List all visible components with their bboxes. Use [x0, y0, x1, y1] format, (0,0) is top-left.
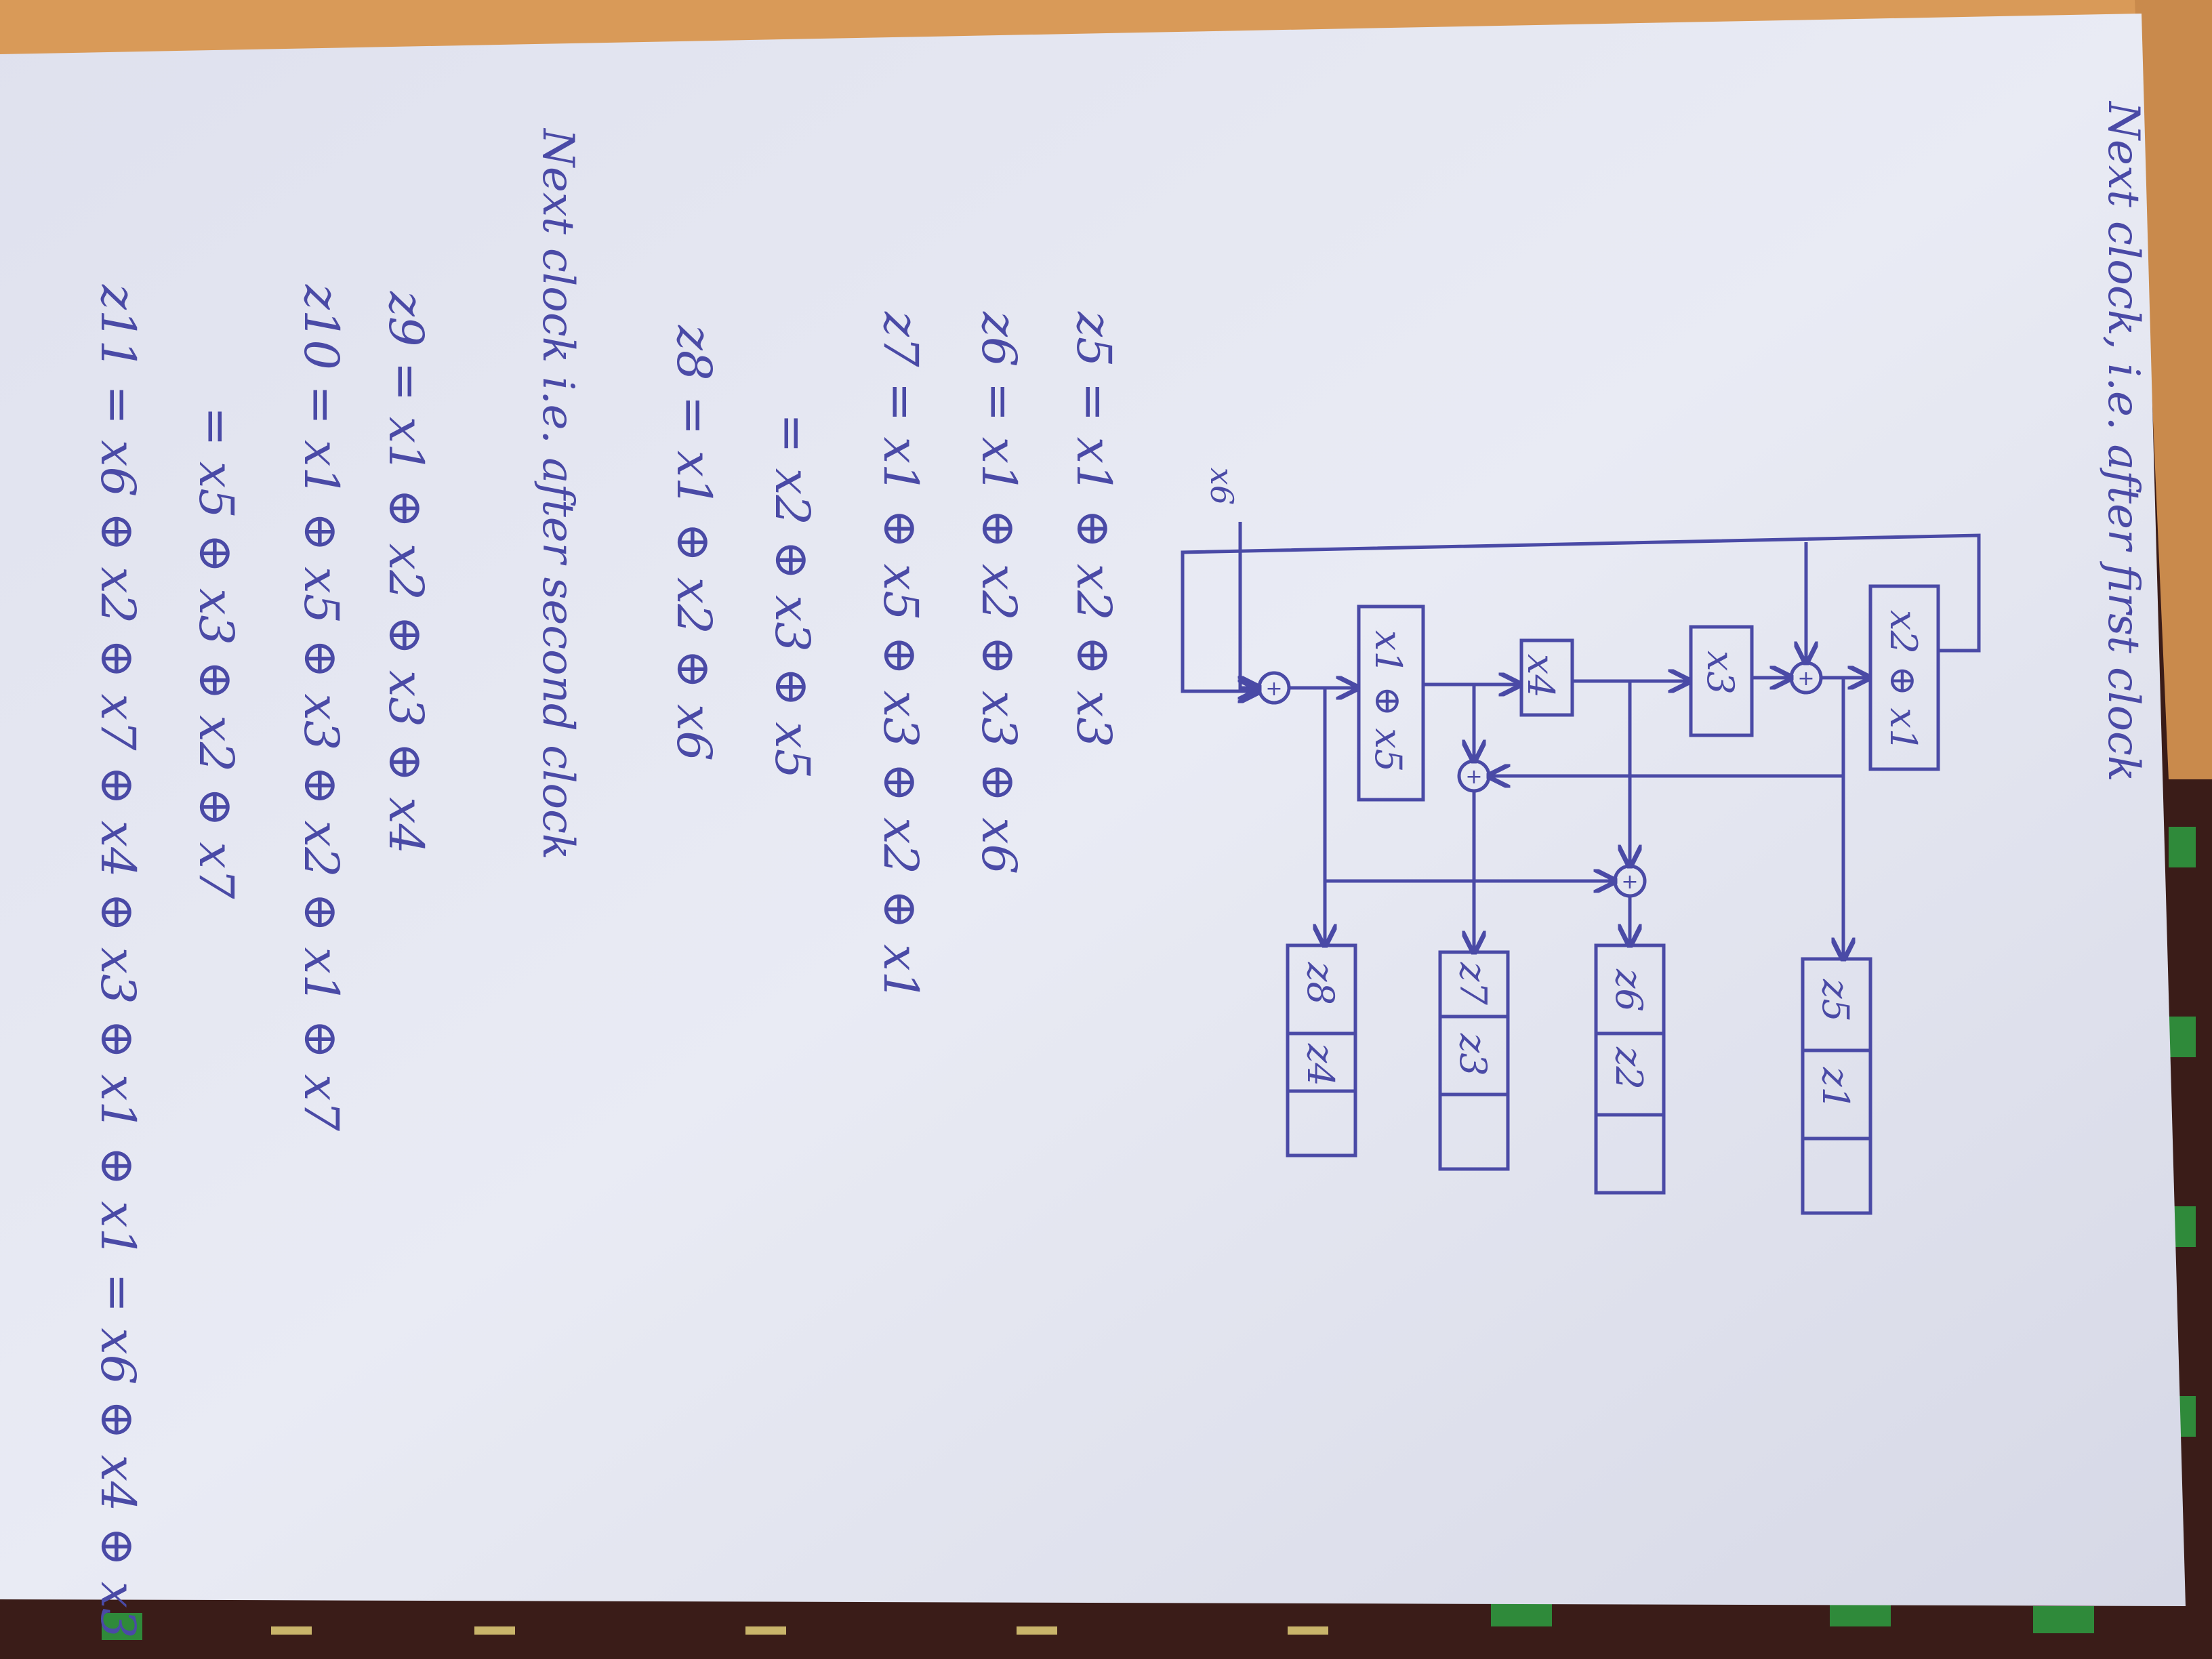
heading-second-clock: Next clock i.e. after second clock: [533, 129, 583, 860]
paper-sheet: [0, 14, 2186, 1606]
xor-symbol-3: +: [1621, 870, 1638, 894]
heading-first-clock: Next clock, i.e. after first clock: [2098, 102, 2148, 782]
output-buffer-1: [1286, 943, 1357, 1158]
xor-symbols: + + + +: [1265, 667, 1814, 894]
equation-z6: z6 = x1 ⊕ x2 ⊕ x3 ⊕ x6: [971, 312, 1027, 875]
fabric-pattern-light: [271, 1626, 1328, 1635]
register-c-label: x3: [1699, 651, 1742, 695]
register-b-label: x4: [1519, 654, 1562, 698]
equation-z10: z10 = x1 ⊕ x5 ⊕ x3 ⊕ x2 ⊕ x1 ⊕ x7: [293, 285, 349, 1131]
output-2-bottom: z3: [1452, 1033, 1494, 1076]
output-buffer-2: [1438, 950, 1510, 1171]
output-buffer-3: [1594, 943, 1666, 1195]
output-1-bottom: z4: [1299, 1044, 1342, 1086]
circuit-diagram: [1181, 522, 1981, 1215]
output-3-bottom: z2: [1607, 1047, 1650, 1090]
xor-symbol-2: +: [1465, 765, 1482, 789]
equation-z9: z9 = x1 ⊕ x2 ⊕ x3 ⊕ x4: [378, 291, 434, 855]
output-buffer-4: [1801, 957, 1872, 1215]
equation-z5: z5 = x1 ⊕ x2 ⊕ x3: [1066, 312, 1122, 747]
output-4-bottom: z1: [1814, 1067, 1857, 1110]
register-a-label: x1 ⊕ x5: [1367, 630, 1410, 773]
equation-z10-simplified: = x5 ⊕ x3 ⊕ x2 ⊕ x7: [188, 407, 244, 899]
input-label: x6: [1204, 468, 1240, 506]
register-d-label: x2 ⊕ x1: [1882, 610, 1925, 752]
output-3-top: z6: [1607, 969, 1650, 1012]
xor-symbol-4: +: [1797, 667, 1814, 691]
output-4-top: z5: [1814, 979, 1857, 1022]
output-1-top: z8: [1299, 962, 1342, 1005]
xor-symbol-1: +: [1265, 677, 1282, 701]
fabric-right-top: [2135, 0, 2212, 779]
register-a: [1357, 605, 1425, 802]
feedback-loop: [1181, 533, 1981, 691]
equation-z7: z7 = x1 ⊕ x5 ⊕ x3 ⊕ x2 ⊕ x1: [873, 312, 928, 1002]
output-2-top: z7: [1452, 962, 1494, 1005]
equation-z8: z8 = x1 ⊕ x2 ⊕ x6: [666, 325, 722, 761]
equation-z7-simplified: = x2 ⊕ x3 ⊕ x5: [764, 413, 820, 779]
equation-z11: z11 = x6 ⊕ x2 ⊕ x7 ⊕ x4 ⊕ x3 ⊕ x1 ⊕ x1 =…: [90, 285, 146, 1639]
